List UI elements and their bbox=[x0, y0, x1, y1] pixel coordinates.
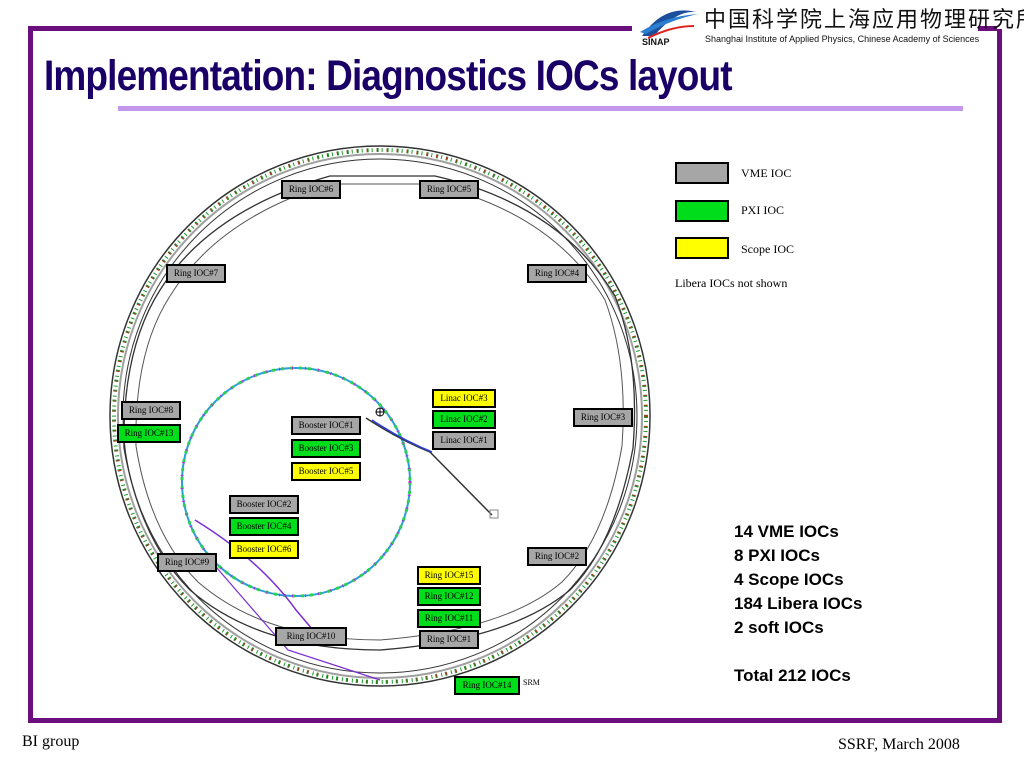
ring-ioc-8: Ring IOC#8 bbox=[121, 401, 181, 420]
logo-english-text: Shanghai Institute of Applied Physics, C… bbox=[705, 34, 980, 44]
booster-ioc-4: Booster IOC#4 bbox=[229, 517, 299, 536]
summary-total: Total 212 IOCs bbox=[734, 666, 851, 685]
legend-swatch-scope bbox=[675, 237, 729, 259]
legend-note: Libera IOCs not shown bbox=[675, 276, 788, 290]
summary-soft: 2 soft IOCs bbox=[734, 618, 824, 637]
linac-end-marker bbox=[489, 509, 499, 519]
page-title: Implementation: Diagnostics IOCs layout bbox=[44, 52, 733, 100]
legend-swatch-pxi bbox=[675, 200, 729, 222]
ring-ioc-13: Ring IOC#13 bbox=[117, 424, 181, 443]
linac-transfer-line-2 bbox=[371, 419, 433, 453]
ring-ioc-1: Ring IOC#1 bbox=[419, 630, 479, 649]
ring-ioc-5: Ring IOC#5 bbox=[419, 180, 479, 199]
booster-ioc-2: Booster IOC#2 bbox=[229, 495, 299, 514]
linac-ioc-1: Linac IOC#1 bbox=[432, 431, 496, 450]
sinap-logo bbox=[640, 10, 698, 39]
linac-ioc-3: Linac IOC#3 bbox=[432, 389, 496, 408]
tunnel-inner-wall bbox=[123, 175, 636, 651]
legend-label-pxi: PXI IOC bbox=[741, 203, 785, 217]
ring-ioc-12: Ring IOC#12 bbox=[417, 587, 481, 606]
legend-label-vme: VME IOC bbox=[741, 166, 792, 180]
footer-group: BI group bbox=[22, 733, 80, 750]
ring-ioc-6: Ring IOC#6 bbox=[281, 180, 341, 199]
storage-ring-magnets-red bbox=[112, 148, 648, 684]
booster-to-ring-line-2 bbox=[209, 559, 381, 681]
frame-top-bar bbox=[28, 26, 632, 31]
ring-ioc-10: Ring IOC#10 bbox=[275, 627, 347, 646]
summary-spacer bbox=[734, 640, 863, 664]
summary-scope: 4 Scope IOCs bbox=[734, 570, 844, 589]
ring-ioc-2: Ring IOC#2 bbox=[527, 547, 587, 566]
srm-label: SRM bbox=[523, 678, 540, 687]
title-underline bbox=[118, 106, 963, 111]
summary-pxi: 8 PXI IOCs bbox=[734, 546, 820, 565]
ring-ioc-14: Ring IOC#14 bbox=[454, 676, 520, 695]
storage-ring-outer bbox=[109, 145, 651, 687]
ring-ioc-3: Ring IOC#3 bbox=[573, 408, 633, 427]
ring-ioc-4: Ring IOC#4 bbox=[527, 264, 587, 283]
booster-to-ring-line bbox=[194, 519, 319, 637]
booster-ioc-5: Booster IOC#5 bbox=[291, 462, 361, 481]
booster-ioc-1: Booster IOC#1 bbox=[291, 416, 361, 435]
ring-ioc-9: Ring IOC#9 bbox=[157, 553, 217, 572]
linac-ioc-2: Linac IOC#2 bbox=[432, 410, 496, 429]
logo-abbrev: SINAP bbox=[642, 37, 670, 47]
storage-ring-band bbox=[117, 153, 643, 679]
summary-libera: 184 Libera IOCs bbox=[734, 594, 863, 613]
tunnel-inner-wall-2 bbox=[135, 183, 624, 641]
ring-ioc-7: Ring IOC#7 bbox=[166, 264, 226, 283]
footer-date: SSRF, March 2008 bbox=[838, 736, 960, 753]
legend-label-scope: Scope IOC bbox=[741, 242, 794, 256]
booster-ioc-3: Booster IOC#3 bbox=[291, 439, 361, 458]
ioc-summary: 14 VME IOCs 8 PXI IOCs 4 Scope IOCs 184 … bbox=[734, 520, 863, 688]
booster-ring-markers bbox=[180, 366, 412, 598]
legend-swatch-vme bbox=[675, 162, 729, 184]
ring-ioc-15: Ring IOC#15 bbox=[417, 566, 481, 585]
ring-ioc-11: Ring IOC#11 bbox=[417, 609, 481, 628]
booster-ioc-6: Booster IOC#6 bbox=[229, 540, 299, 559]
logo-chinese-text: 中国科学院上海应用物理研究所 bbox=[704, 8, 1024, 33]
frame-top-bar-right bbox=[978, 26, 997, 31]
slide-frame bbox=[28, 29, 1002, 723]
summary-vme: 14 VME IOCs bbox=[734, 522, 839, 541]
